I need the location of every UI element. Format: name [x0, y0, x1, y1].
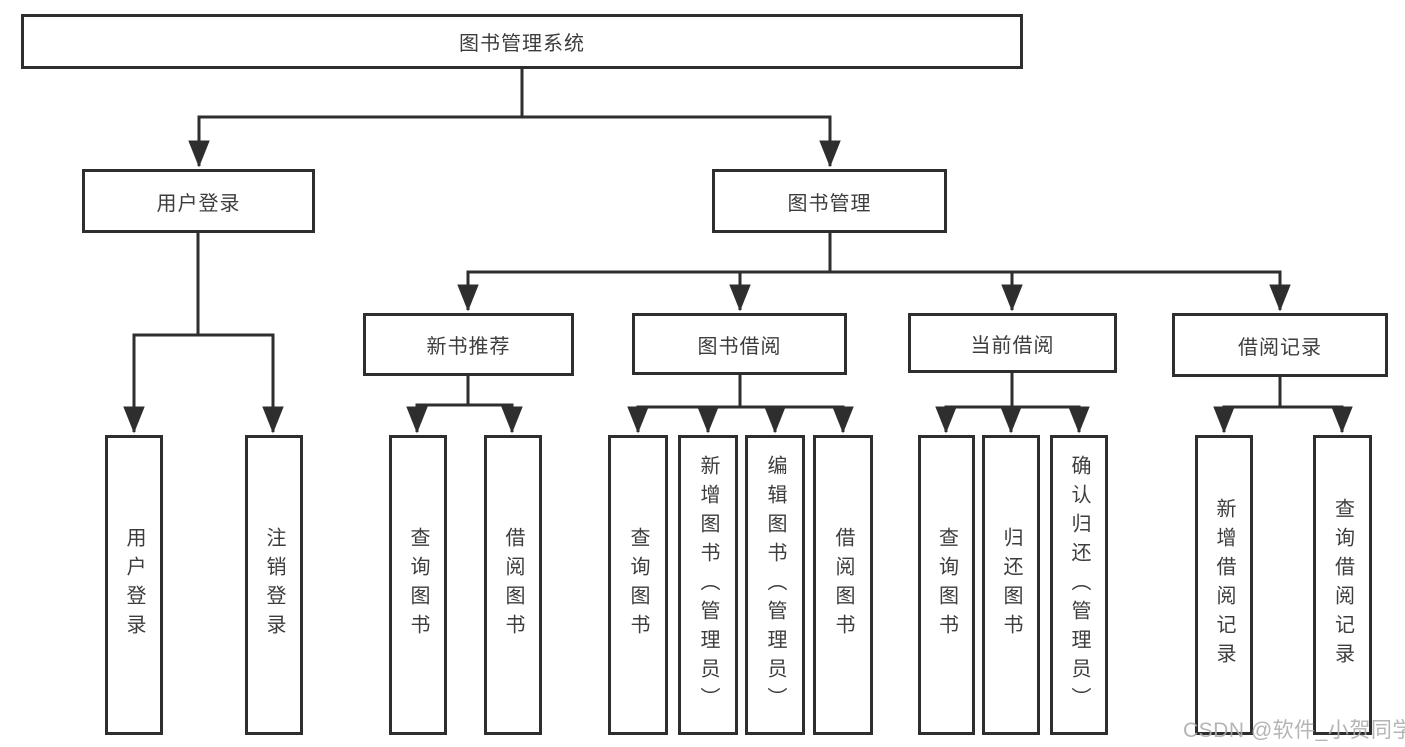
node-new-book-recommendation: 新书推荐: [363, 313, 574, 376]
leaf-add-borrow-record: 新增借阅记录: [1195, 435, 1253, 735]
leaf-user-login: 用户登录: [105, 435, 163, 735]
leaf-logout: 注销登录: [245, 435, 303, 735]
node-library-management-system: 图书管理系统: [21, 14, 1023, 69]
node-user-login: 用户登录: [82, 169, 315, 233]
leaf-query-borrow-record: 查询借阅记录: [1313, 435, 1372, 735]
leaf-query-books-borrowing: 查询图书: [608, 435, 668, 735]
node-borrowing-records: 借阅记录: [1172, 313, 1388, 377]
leaf-return-books: 归还图书: [982, 435, 1040, 735]
leaf-query-books-recommend: 查询图书: [389, 435, 447, 735]
csdn-watermark: CSDN @软件_小贺同学: [1183, 719, 1405, 742]
leaf-borrow-books-borrowing: 借阅图书: [813, 435, 873, 735]
node-book-borrowing: 图书借阅: [632, 313, 847, 375]
leaf-borrow-books-recommend: 借阅图书: [484, 435, 542, 735]
leaf-edit-books-admin: 编辑图书（管理员）: [745, 435, 805, 735]
node-current-borrowing: 当前借阅: [908, 313, 1117, 373]
node-book-management: 图书管理: [712, 169, 947, 233]
leaf-query-books-current: 查询图书: [918, 435, 975, 735]
leaf-add-books-admin: 新增图书（管理员）: [678, 435, 738, 735]
leaf-confirm-return-admin: 确认归还（管理员）: [1050, 435, 1108, 735]
